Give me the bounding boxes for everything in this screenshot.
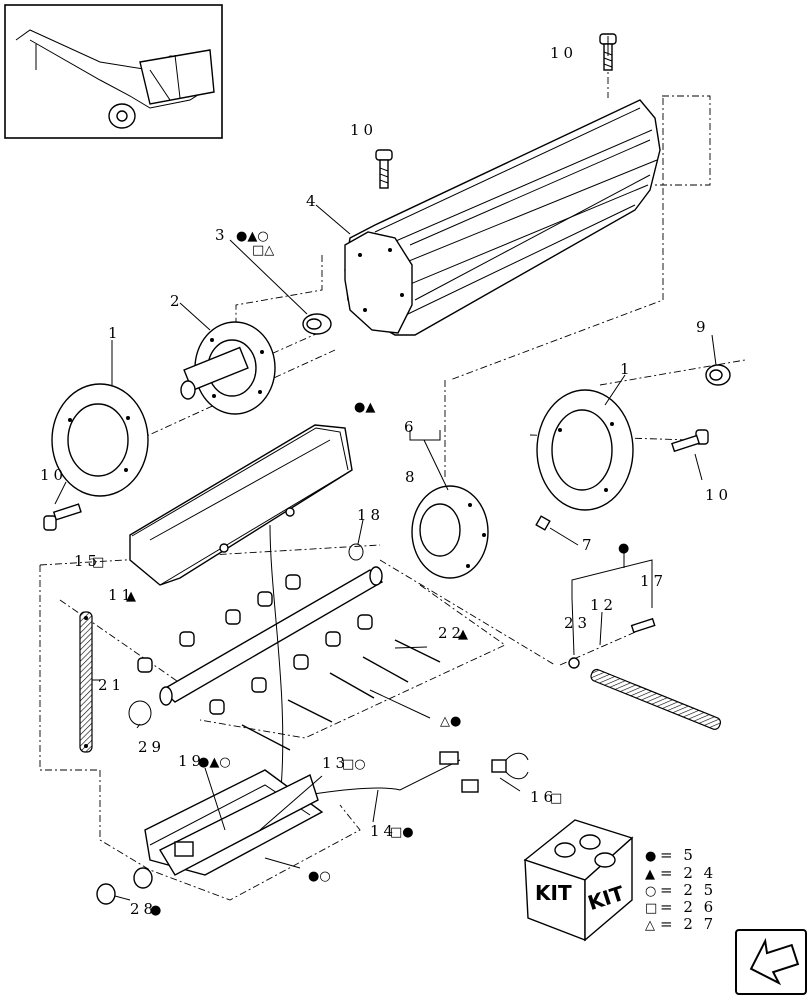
kit-box: KIT KIT	[523, 819, 634, 942]
snap-ring	[348, 543, 364, 561]
legend-symbol-4: □	[645, 901, 657, 916]
callout-7: 7	[582, 536, 596, 554]
legend-text-5: = 2 7	[660, 915, 716, 933]
callout-12: 12	[590, 596, 617, 614]
legend-text-4: = 2 6	[660, 898, 716, 916]
side-plate-left	[51, 383, 149, 497]
mounting-bracket	[144, 769, 324, 876]
thumbnail-machine-drawing	[15, 29, 215, 129]
callout-10-left: 10	[40, 466, 67, 484]
callout-15-symbol: □	[92, 555, 104, 570]
callout-28: 28	[130, 900, 157, 918]
callout-3-symbols-2: □△	[252, 243, 274, 258]
callout-19: 19	[178, 752, 205, 770]
kit-legend: ● = 5 ▲ = 2 4 ○ = 2 5 □ = 2 6 △ = 2 7	[645, 846, 716, 933]
legend-symbol-5: △	[645, 918, 655, 933]
callout-11-symbol: ▲	[126, 589, 136, 604]
flange	[411, 485, 489, 579]
legend-text-2: = 2 4	[660, 864, 716, 882]
callout-15: 15	[74, 552, 101, 570]
bolt-left	[43, 503, 82, 531]
callout-23: 23	[564, 614, 591, 632]
callout-1-left: 1	[108, 324, 122, 342]
callout-14-symbols: □●	[390, 825, 414, 840]
small-bolt	[630, 617, 656, 634]
machine-overview-thumbnail[interactable]	[4, 4, 223, 139]
callout-2: 2	[170, 292, 184, 310]
legend-text-1: = 5	[660, 846, 696, 864]
drum-assembly	[344, 99, 661, 336]
housing-cover	[129, 424, 353, 586]
o-ring	[128, 700, 152, 726]
callout-19-symbols: ●▲○	[198, 755, 231, 770]
main-shaft	[159, 566, 384, 706]
legend-symbol-2: ▲	[645, 867, 655, 882]
callout-21: 21	[98, 676, 125, 694]
nut	[705, 364, 731, 386]
callout-17: 17	[640, 572, 667, 590]
callout-6: 6	[404, 418, 418, 436]
legend-symbol-1: ●	[645, 849, 656, 864]
callout-14: 14	[370, 822, 397, 840]
shaft-symbols: △●	[440, 714, 461, 729]
callout-18: 18	[357, 506, 384, 524]
strap-symbol: ●	[618, 541, 629, 556]
back-arrow-icon[interactable]	[735, 929, 807, 995]
caps	[96, 867, 153, 905]
callout-16: 16	[530, 788, 557, 806]
callout-3-symbols: ●▲○	[236, 229, 269, 244]
housing-symbols: ●▲	[354, 400, 375, 415]
ground-strap-right	[590, 668, 722, 730]
callout-22-symbol: ▲	[458, 627, 468, 642]
callout-22: 22	[438, 624, 465, 642]
ground-strap-left	[79, 611, 93, 753]
bolt-right	[671, 429, 709, 453]
leader-lines	[54, 36, 717, 901]
bearing	[302, 313, 332, 335]
callout-29: 29	[138, 738, 165, 756]
side-plate-right	[536, 389, 634, 511]
callout-11: 11	[108, 586, 135, 604]
callout-13-symbols: □○	[342, 757, 366, 772]
callout-4: 4	[306, 192, 320, 210]
callout-3: 3	[215, 226, 229, 244]
hub-shaft	[180, 321, 276, 415]
callout-16-symbol: □	[550, 791, 562, 806]
callout-labels: 10 10 4 3 ●▲○ □△ 2 1 9 1 ●▲ 6 8 10 10 18…	[40, 44, 732, 918]
callout-1-right: 1	[620, 360, 634, 378]
bolt-top-middle	[375, 149, 393, 189]
callout-10-right: 10	[705, 486, 732, 504]
callout-28-symbol: ●	[150, 903, 161, 918]
kit-label-left: KIT	[535, 881, 572, 905]
callout-13: 13	[322, 754, 349, 772]
spacer-bolt-set	[137, 574, 441, 751]
legend-symbol-3: ○	[645, 884, 656, 899]
bracket-symbols: ●○	[308, 869, 331, 884]
clip	[535, 515, 551, 531]
callout-10-top: 10	[550, 44, 577, 62]
callout-9: 9	[696, 318, 710, 336]
washer	[568, 657, 580, 669]
callout-10-mid: 10	[350, 121, 377, 139]
callout-8: 8	[405, 468, 419, 486]
legend-text-3: = 2 5	[660, 881, 716, 899]
